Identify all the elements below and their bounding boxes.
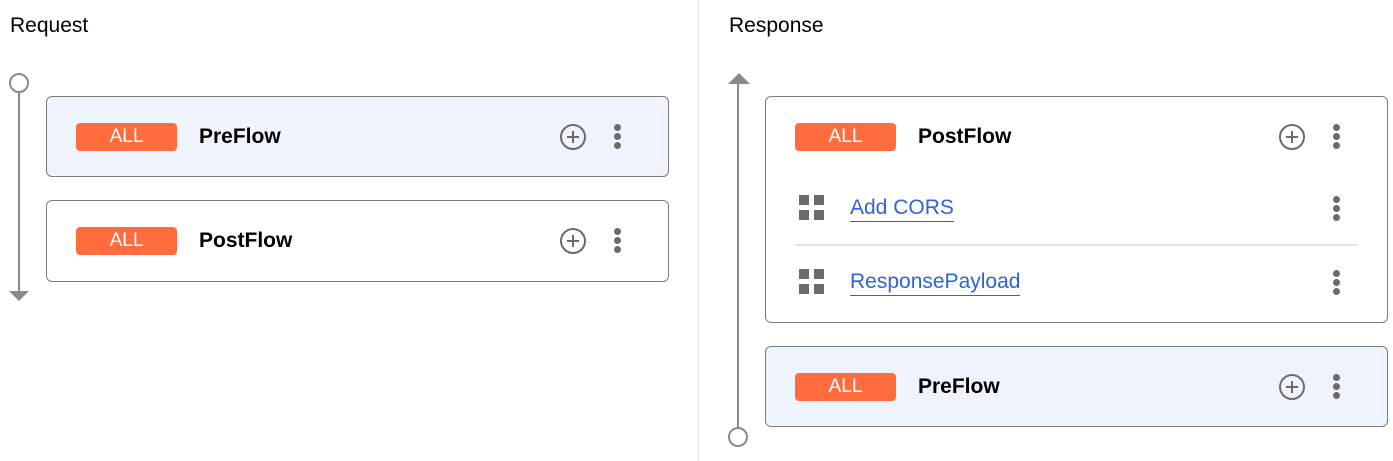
add-step-icon[interactable] bbox=[1279, 374, 1305, 400]
response-preflow-card[interactable]: ALL PreFlow bbox=[765, 346, 1388, 427]
policy-step-icon bbox=[799, 269, 824, 294]
request-title: Request bbox=[10, 14, 89, 37]
more-options-icon[interactable] bbox=[1332, 374, 1340, 400]
condition-badge: ALL bbox=[795, 123, 896, 151]
step-separator bbox=[795, 244, 1358, 246]
arrow-down-icon bbox=[9, 291, 29, 301]
response-timeline bbox=[737, 82, 739, 428]
flow-name: PreFlow bbox=[918, 375, 1000, 398]
add-step-icon[interactable] bbox=[560, 228, 586, 254]
flow-name: PreFlow bbox=[199, 125, 281, 148]
condition-badge: ALL bbox=[795, 373, 896, 401]
flow-name: PostFlow bbox=[918, 125, 1012, 148]
condition-badge: ALL bbox=[76, 227, 177, 255]
response-title: Response bbox=[729, 14, 824, 37]
timeline-start-icon bbox=[728, 427, 748, 447]
request-postflow-card[interactable]: ALL PostFlow bbox=[46, 200, 669, 282]
request-preflow-card[interactable]: ALL PreFlow bbox=[46, 96, 669, 177]
policy-step-icon bbox=[799, 195, 824, 220]
response-postflow-card[interactable]: ALL PostFlow Add CORS ResponsePayload bbox=[765, 96, 1388, 323]
condition-badge: ALL bbox=[76, 123, 177, 151]
flow-name: PostFlow bbox=[199, 229, 293, 252]
request-timeline bbox=[18, 92, 20, 292]
more-options-icon[interactable] bbox=[613, 228, 621, 254]
step-more-options-icon[interactable] bbox=[1332, 196, 1340, 222]
step-link-response-payload[interactable]: ResponsePayload bbox=[850, 269, 1021, 296]
more-options-icon[interactable] bbox=[1332, 124, 1340, 150]
step-more-options-icon[interactable] bbox=[1332, 270, 1340, 296]
add-step-icon[interactable] bbox=[560, 124, 586, 150]
more-options-icon[interactable] bbox=[613, 124, 621, 150]
step-link-add-cors[interactable]: Add CORS bbox=[850, 195, 954, 222]
divider bbox=[698, 0, 699, 461]
arrow-up-icon bbox=[728, 73, 750, 84]
timeline-start-icon bbox=[9, 73, 29, 93]
add-step-icon[interactable] bbox=[1279, 124, 1305, 150]
